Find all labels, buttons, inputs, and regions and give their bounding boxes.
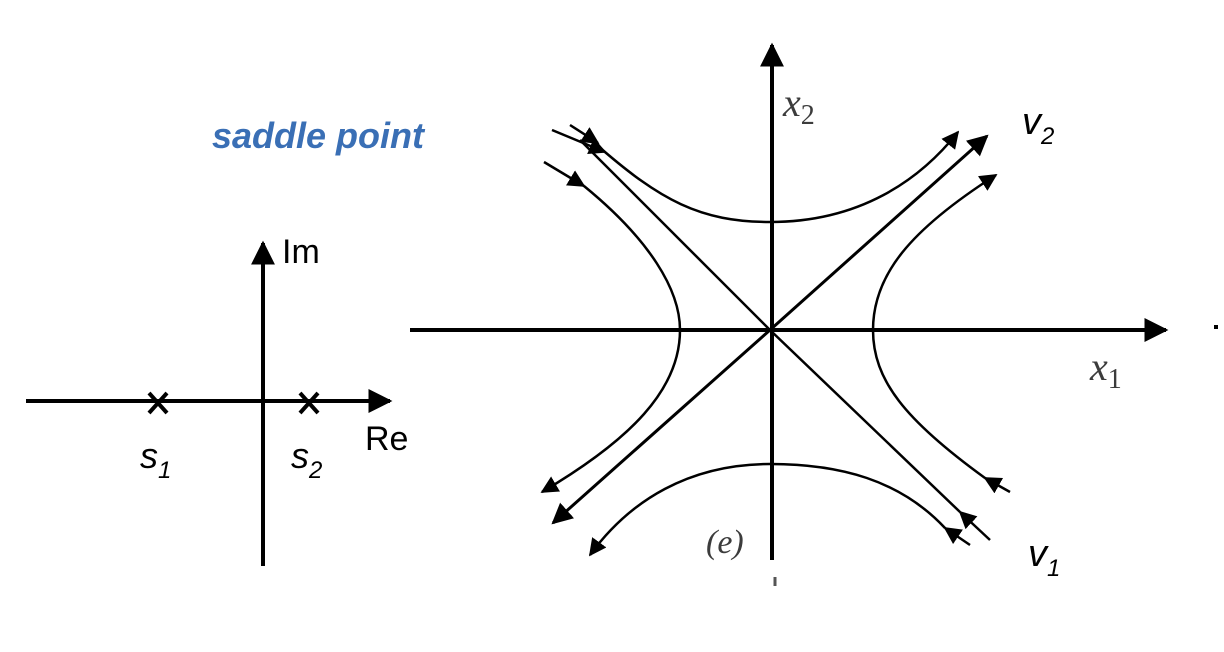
stable-eigenline-lower xyxy=(958,510,991,541)
unstable-eigenline-lower xyxy=(551,328,771,525)
diagram-title: saddle point xyxy=(212,115,426,156)
inflow-tail-bot-1 xyxy=(983,476,1011,494)
panel-label: (e) xyxy=(706,524,744,561)
stable-eigenline-lower-main xyxy=(769,329,961,513)
inflow-tail-bot-2 xyxy=(943,526,971,547)
imag-axis-label: Im xyxy=(282,233,320,271)
real-axis-label: Re xyxy=(365,420,408,458)
unstable-eigenline-upper xyxy=(769,134,989,332)
x1-axis-label: x1 xyxy=(1089,344,1122,395)
trajectory-top xyxy=(597,130,960,224)
pole-plot: Im Re s1 s2 xyxy=(26,233,408,566)
eigvec-label-v1: v1 xyxy=(1028,533,1060,582)
trajectory-right xyxy=(871,173,998,480)
trajectory-bottom xyxy=(588,462,946,557)
pole-marker-s2 xyxy=(298,391,320,415)
inflow-tail-top-2 xyxy=(543,160,586,188)
pole-label-s2: s2 xyxy=(291,435,322,484)
inflow-tail-top-1 xyxy=(569,123,600,145)
x2-axis-label: x2 xyxy=(782,80,815,131)
stable-eigenline-upper-main xyxy=(579,139,771,331)
eigvec-label-v2: v2 xyxy=(1022,101,1054,150)
phase-portrait: x2 x1 (e) v2 v1 xyxy=(410,42,1218,586)
trajectory-left xyxy=(540,185,682,494)
stable-eigenline-upper xyxy=(551,128,607,155)
edge-mark xyxy=(1214,325,1218,329)
pole-label-s1: s1 xyxy=(140,435,171,484)
pole-marker-s1 xyxy=(147,391,169,415)
